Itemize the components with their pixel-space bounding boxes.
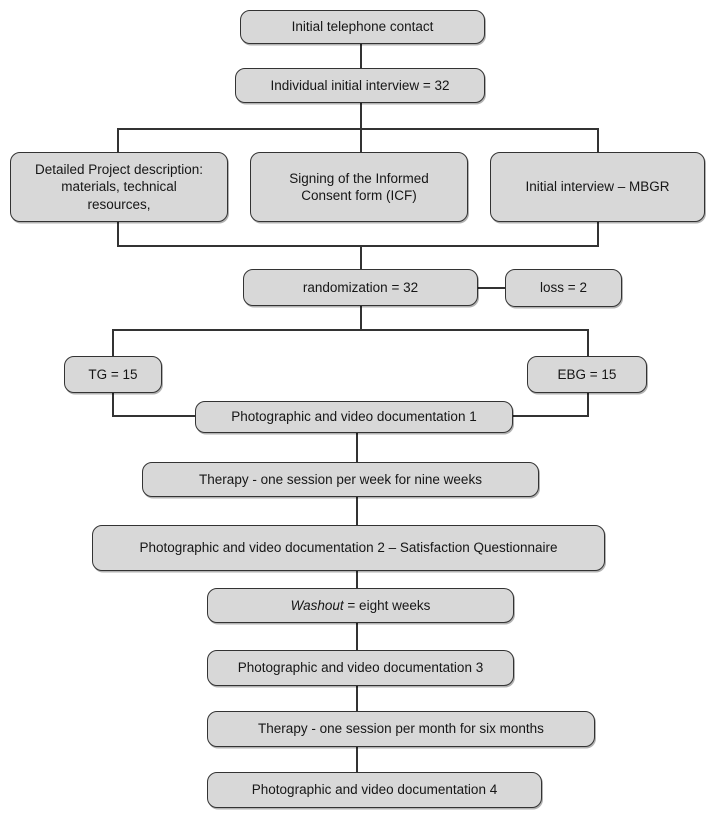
node-label: Signing of the Informed Consent form (IC… (289, 170, 429, 203)
connector-line (356, 497, 358, 525)
node-washout: Washout = eight weeks (207, 588, 514, 623)
node-initial-telephone-contact: Initial telephone contact (240, 10, 485, 44)
node-therapy-monthly: Therapy - one session per month for six … (207, 711, 595, 747)
node-label: Washout = eight weeks (291, 597, 431, 614)
node-ebg-group: EBG = 15 (527, 356, 647, 393)
connector-line (112, 329, 114, 356)
node-label: EBG = 15 (557, 366, 617, 382)
connector-line (356, 686, 358, 711)
node-label: loss = 2 (540, 280, 587, 296)
node-label: Therapy - one session per week for nine … (199, 471, 482, 487)
node-detailed-project-description: Detailed Project description: materials,… (10, 152, 228, 222)
node-label: TG = 15 (88, 366, 138, 382)
node-photo-video-documentation-4: Photographic and video documentation 4 (207, 772, 542, 808)
node-label: Photographic and video documentation 1 (231, 409, 477, 425)
node-label: Detailed Project description: materials,… (34, 162, 204, 212)
washout-italic-word: Washout (290, 597, 344, 613)
node-label: randomization = 32 (302, 279, 419, 295)
connector-line (356, 571, 358, 588)
node-label: Initial telephone contact (291, 19, 434, 35)
connector-line (356, 747, 358, 772)
node-individual-initial-interview: Individual initial interview = 32 (235, 68, 485, 103)
connector-line (597, 128, 599, 152)
node-informed-consent-form: Signing of the Informed Consent form (IC… (250, 152, 468, 222)
node-randomization: randomization = 32 (243, 269, 478, 306)
node-initial-interview-mbgr: Initial interview – MBGR (490, 152, 705, 222)
node-photo-video-documentation-2: Photographic and video documentation 2 –… (92, 525, 605, 571)
connector-line (112, 393, 114, 417)
connector-line (360, 103, 362, 152)
connector-line (513, 415, 589, 417)
node-label: Photographic and video documentation 4 (251, 782, 498, 798)
node-label: Photographic and video documentation 3 (237, 660, 484, 676)
connector-line (356, 623, 358, 650)
connector-line (117, 128, 119, 152)
node-label: Photographic and video documentation 2 –… (139, 540, 558, 556)
washout-rest-text: = eight weeks (343, 597, 431, 613)
node-tg-group: TG = 15 (64, 356, 162, 393)
node-loss: loss = 2 (505, 269, 622, 307)
connector-line (356, 433, 358, 462)
connector-line (478, 287, 505, 289)
connector-line (112, 329, 589, 331)
node-label: Individual initial interview = 32 (270, 77, 450, 93)
node-label: Initial interview – MBGR (525, 179, 670, 195)
connector-line (117, 245, 599, 247)
node-therapy-weekly: Therapy - one session per week for nine … (142, 462, 539, 497)
connector-line (360, 245, 362, 269)
connector-line (597, 222, 599, 247)
node-photo-video-documentation-3: Photographic and video documentation 3 (207, 650, 514, 686)
connector-line (587, 393, 589, 417)
connector-line (587, 329, 589, 356)
node-photo-video-documentation-1: Photographic and video documentation 1 (195, 401, 513, 433)
connector-line (360, 306, 362, 330)
connector-line (112, 415, 195, 417)
node-label: Therapy - one session per month for six … (258, 721, 544, 737)
connector-line (117, 128, 599, 130)
connector-line (117, 222, 119, 247)
connector-line (360, 44, 362, 68)
